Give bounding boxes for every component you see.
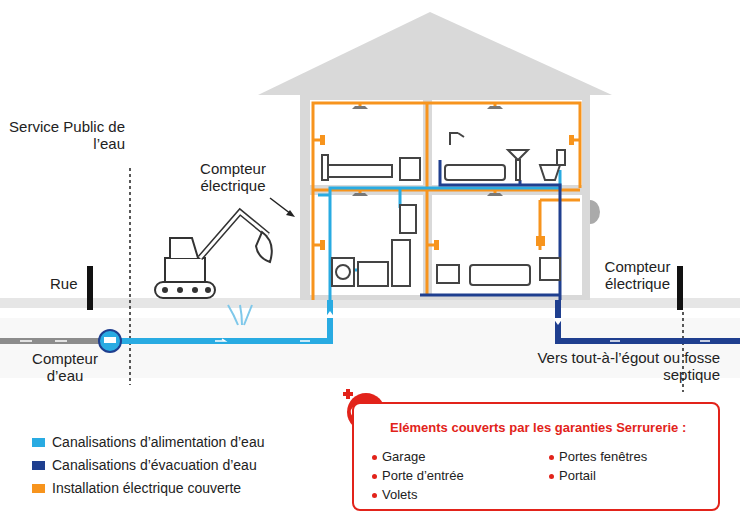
- bullet-dot: [372, 455, 377, 460]
- list-item: Volets: [382, 486, 417, 503]
- drain-label: Vers tout-à-l’égout ou fosse septique: [500, 349, 720, 383]
- legend-text: Installation électrique couverte: [52, 480, 241, 497]
- bullet-dot: [549, 455, 554, 460]
- bullet-dot: [372, 474, 377, 479]
- list-item: Porte d’entrée: [382, 467, 464, 484]
- bullet-dot: [549, 474, 554, 479]
- list-item: Portail: [559, 467, 596, 484]
- warranty-box: Eléments couverts par les garanties Serr…: [352, 402, 720, 511]
- meter-label: Compteur électrique: [590, 258, 685, 292]
- list-item: Portes fenêtres: [559, 448, 647, 465]
- legend-text: Canalisations d’alimentation d’eau: [52, 434, 264, 451]
- bullet-dot: [372, 493, 377, 498]
- legend-text: Canalisations d’évacuation d’eau: [52, 457, 257, 474]
- meter-label: Compteur électrique: [188, 160, 278, 194]
- list-item: Garage: [382, 448, 425, 465]
- meter-label: Compteur d’eau: [20, 350, 110, 384]
- legend-swatch: [32, 484, 45, 493]
- legend-swatch: [32, 438, 45, 447]
- street-label: Rue: [50, 275, 78, 292]
- legend-swatch: [32, 461, 45, 470]
- region-label: Service Public de l’eau: [5, 118, 125, 152]
- box-heading: Eléments couverts par les garanties Serr…: [390, 419, 686, 436]
